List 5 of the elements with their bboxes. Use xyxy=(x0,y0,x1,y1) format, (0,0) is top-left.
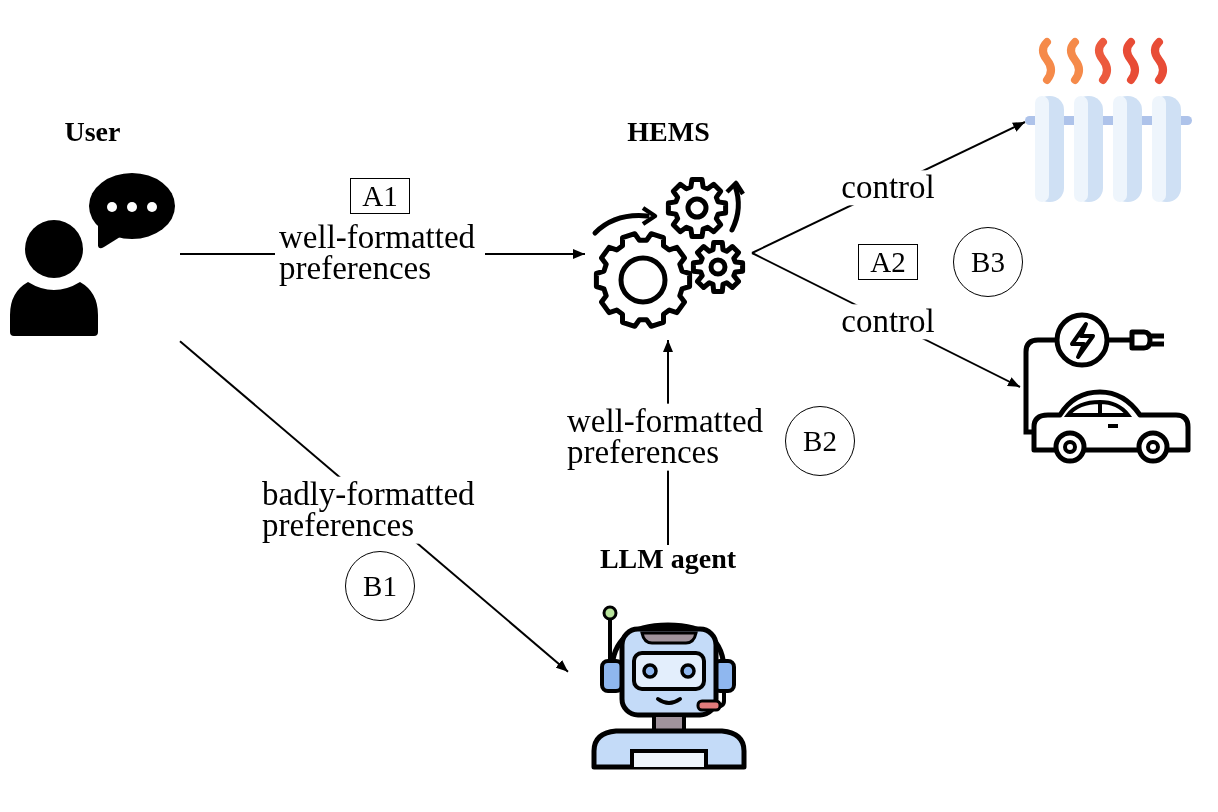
node-heading: User xyxy=(63,118,122,146)
node-heading: LLM agent xyxy=(598,545,738,573)
boxed-step-marker: A2 xyxy=(858,244,918,280)
node-heading: HEMS xyxy=(626,118,711,146)
boxed-step-marker: A1 xyxy=(350,178,410,214)
